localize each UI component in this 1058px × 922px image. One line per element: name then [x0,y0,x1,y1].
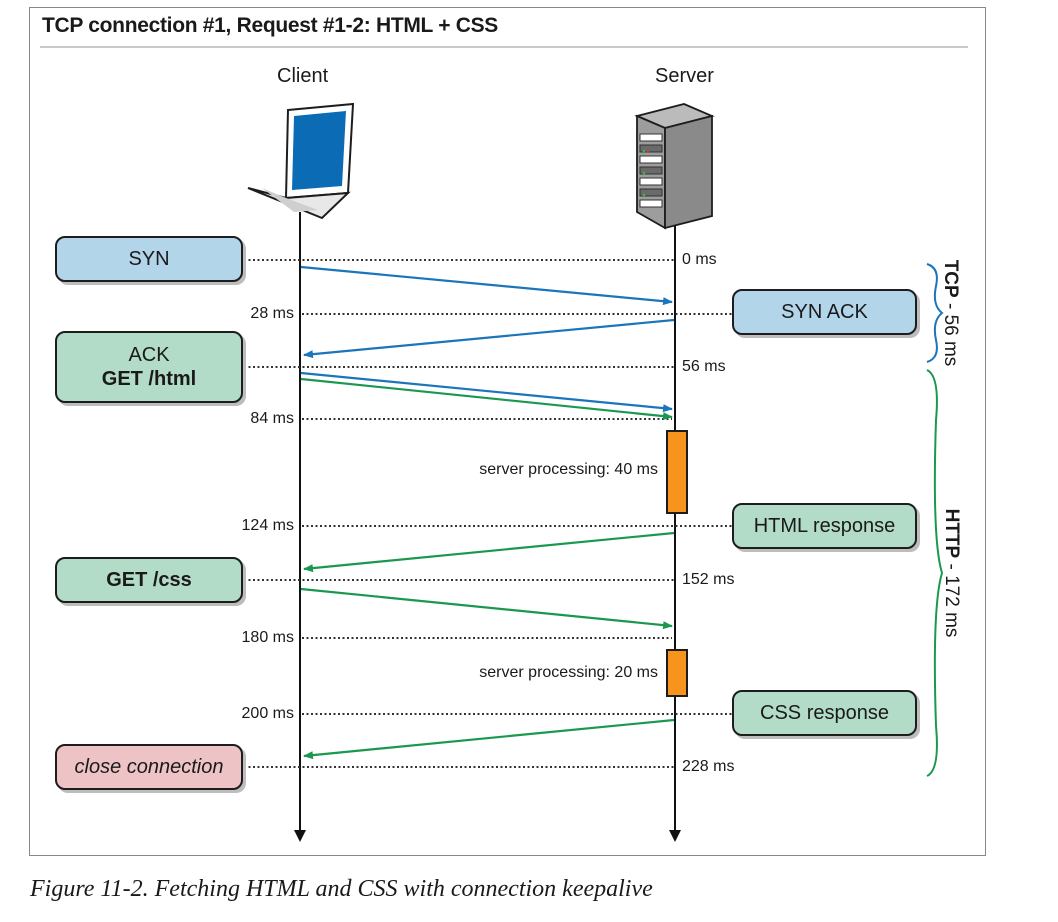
get-html-arrow [300,377,673,421]
get-css-label: GET /css [106,569,192,591]
time-228ms: 228 ms [682,758,735,775]
syn-label: SYN [128,248,170,270]
close-connection-box: close connection [55,744,243,790]
get-html-label: GET /html [101,368,197,390]
http-phase-duration: - 172 ms [941,558,962,638]
time-152ms: 152 ms [682,571,735,588]
http-phase-name: HTTP [941,508,962,559]
server-processing-label-1: server processing: 40 ms [479,461,658,478]
laptop-icon [247,102,355,220]
time-84ms: 84 ms [250,410,294,427]
figure-caption: Figure 11-2. Fetching HTML and CSS with … [30,876,653,902]
title-divider [40,46,968,48]
syn-arrow [300,265,673,306]
syn-ack-arrow [303,318,675,359]
time-28ms: 28 ms [250,305,294,322]
tcp-phase-name: TCP [940,259,961,298]
syn-ack-label: SYN ACK [781,301,868,323]
server-icon [634,103,715,230]
tcp-phase-brace [926,263,944,363]
time-124ms: 124 ms [241,517,294,534]
diagram-title: TCP connection #1, Request #1-2: HTML + … [42,14,499,37]
server-processing-bar-2 [666,649,688,697]
css-response-box: CSS response [732,690,917,736]
time-guides [244,259,732,768]
syn-ack-box: SYN ACK [732,289,917,335]
server-processing-label-2: server processing: 20 ms [479,664,658,681]
server-processing-bar-1 [666,430,688,514]
get-css-arrow [300,587,673,630]
server-label: Server [655,65,714,87]
diagram-frame [29,7,986,856]
http-phase-label: HTTP - 172 ms [940,498,962,648]
html-response-arrow [303,531,675,573]
html-response-box: HTML response [732,503,917,549]
ack-label: ACK [128,344,170,366]
css-response-label: CSS response [760,702,889,724]
tcp-phase-label: TCP - 56 ms [939,248,961,378]
close-connection-label: close connection [74,756,224,778]
http-phase-brace [926,369,944,777]
ack-get-html-box: ACK GET /html [55,331,243,403]
time-0ms: 0 ms [682,251,717,268]
time-56ms: 56 ms [682,358,726,375]
css-response-arrow [303,718,675,760]
time-180ms: 180 ms [241,629,294,646]
get-css-box: GET /css [55,557,243,603]
html-response-label: HTML response [753,515,896,537]
client-label: Client [277,65,329,87]
syn-box: SYN [55,236,243,282]
ack-arrow [300,371,673,413]
time-200ms: 200 ms [241,705,294,722]
server-timeline-arrowhead [669,830,681,842]
client-timeline-arrowhead [294,830,306,842]
tcp-phase-duration: - 56 ms [940,297,961,367]
